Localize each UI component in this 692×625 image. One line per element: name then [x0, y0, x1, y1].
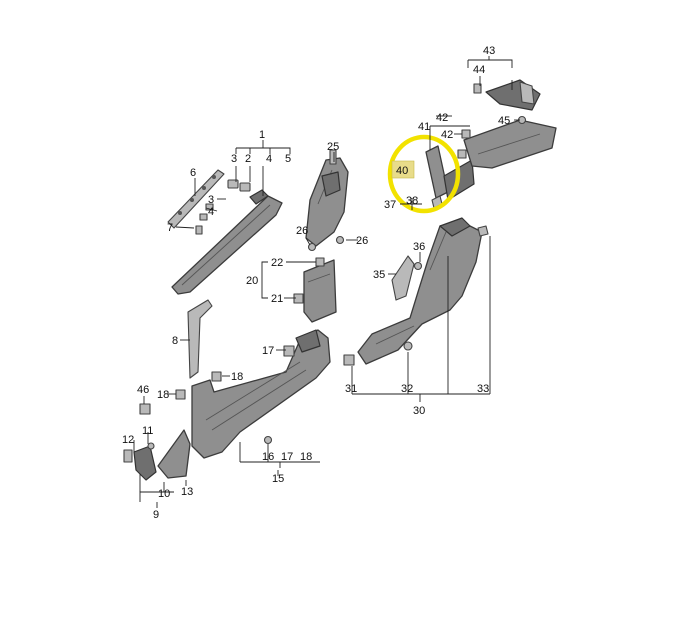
callout-1: 1 — [259, 129, 265, 141]
callout-46: 46 — [137, 384, 149, 396]
callout-17b: 17 — [281, 451, 293, 463]
callout-26b: 26 — [356, 235, 368, 247]
callout-37: 37 — [384, 199, 396, 211]
part-screws-26 — [307, 235, 345, 252]
callout-13: 13 — [181, 486, 193, 498]
part-43-bracket — [473, 79, 541, 125]
callout-3b: 3 — [208, 194, 214, 206]
part-corner-cover-13 — [157, 429, 191, 479]
callout-25: 25 — [327, 141, 339, 153]
callout-9: 9 — [153, 509, 159, 521]
callout-31: 31 — [345, 383, 357, 395]
leader-lines — [133, 56, 520, 508]
part-clips-3-4 — [195, 179, 251, 235]
callout-17: 17 — [262, 345, 274, 357]
part-b-pillar-lower — [293, 257, 337, 323]
part-trim-strip-8 — [187, 299, 213, 379]
part-41-upper-trim — [457, 119, 557, 169]
callout-20: 20 — [246, 275, 258, 287]
part-sill-panel-front — [191, 329, 331, 459]
callout-2: 2 — [245, 153, 251, 165]
callout-3: 3 — [231, 153, 237, 165]
callout-36: 36 — [413, 241, 425, 253]
callout-18b: 18 — [231, 371, 243, 383]
part-b-pillar-upper — [305, 149, 349, 247]
callout-6: 6 — [190, 167, 196, 179]
callout-15: 15 — [272, 473, 284, 485]
part-bracket-9 — [123, 371, 222, 481]
callout-33: 33 — [477, 383, 489, 395]
highlight-marker — [387, 134, 461, 214]
callout-7: 7 — [167, 222, 173, 234]
callout-43: 43 — [483, 45, 495, 57]
callout-22: 22 — [271, 257, 283, 269]
callout-44: 44 — [473, 64, 485, 76]
callout-10: 10 — [158, 488, 170, 500]
part-a-pillar-trim — [171, 189, 283, 295]
callout-42a: 42 — [436, 112, 448, 124]
callout-18c: 18 — [300, 451, 312, 463]
part-bracket-35 — [391, 255, 423, 301]
callout-30: 30 — [413, 405, 425, 417]
callout-41: 41 — [418, 121, 430, 133]
callout-4: 4 — [266, 153, 272, 165]
callout-16: 16 — [262, 451, 274, 463]
part-clip-strip — [167, 169, 225, 229]
callout-4b: 4 — [208, 206, 214, 218]
callout-35: 35 — [373, 269, 385, 281]
part-rear-sill-panel — [343, 217, 489, 366]
callout-8: 8 — [172, 335, 178, 347]
callout-12: 12 — [122, 434, 134, 446]
callout-26a: 26 — [296, 225, 308, 237]
callout-18a: 18 — [157, 389, 169, 401]
callout-21: 21 — [271, 293, 283, 305]
callout-labels: 1 3 2 4 5 6 3 4 7 25 26 26 22 20 21 8 17… — [122, 45, 510, 521]
callout-42b: 42 — [441, 129, 453, 141]
callout-11: 11 — [142, 425, 153, 437]
callout-32: 32 — [401, 383, 413, 395]
callout-40: 40 — [396, 165, 408, 177]
callout-45: 45 — [498, 115, 510, 127]
callout-38: 38 — [406, 195, 418, 207]
callout-5: 5 — [285, 153, 291, 165]
